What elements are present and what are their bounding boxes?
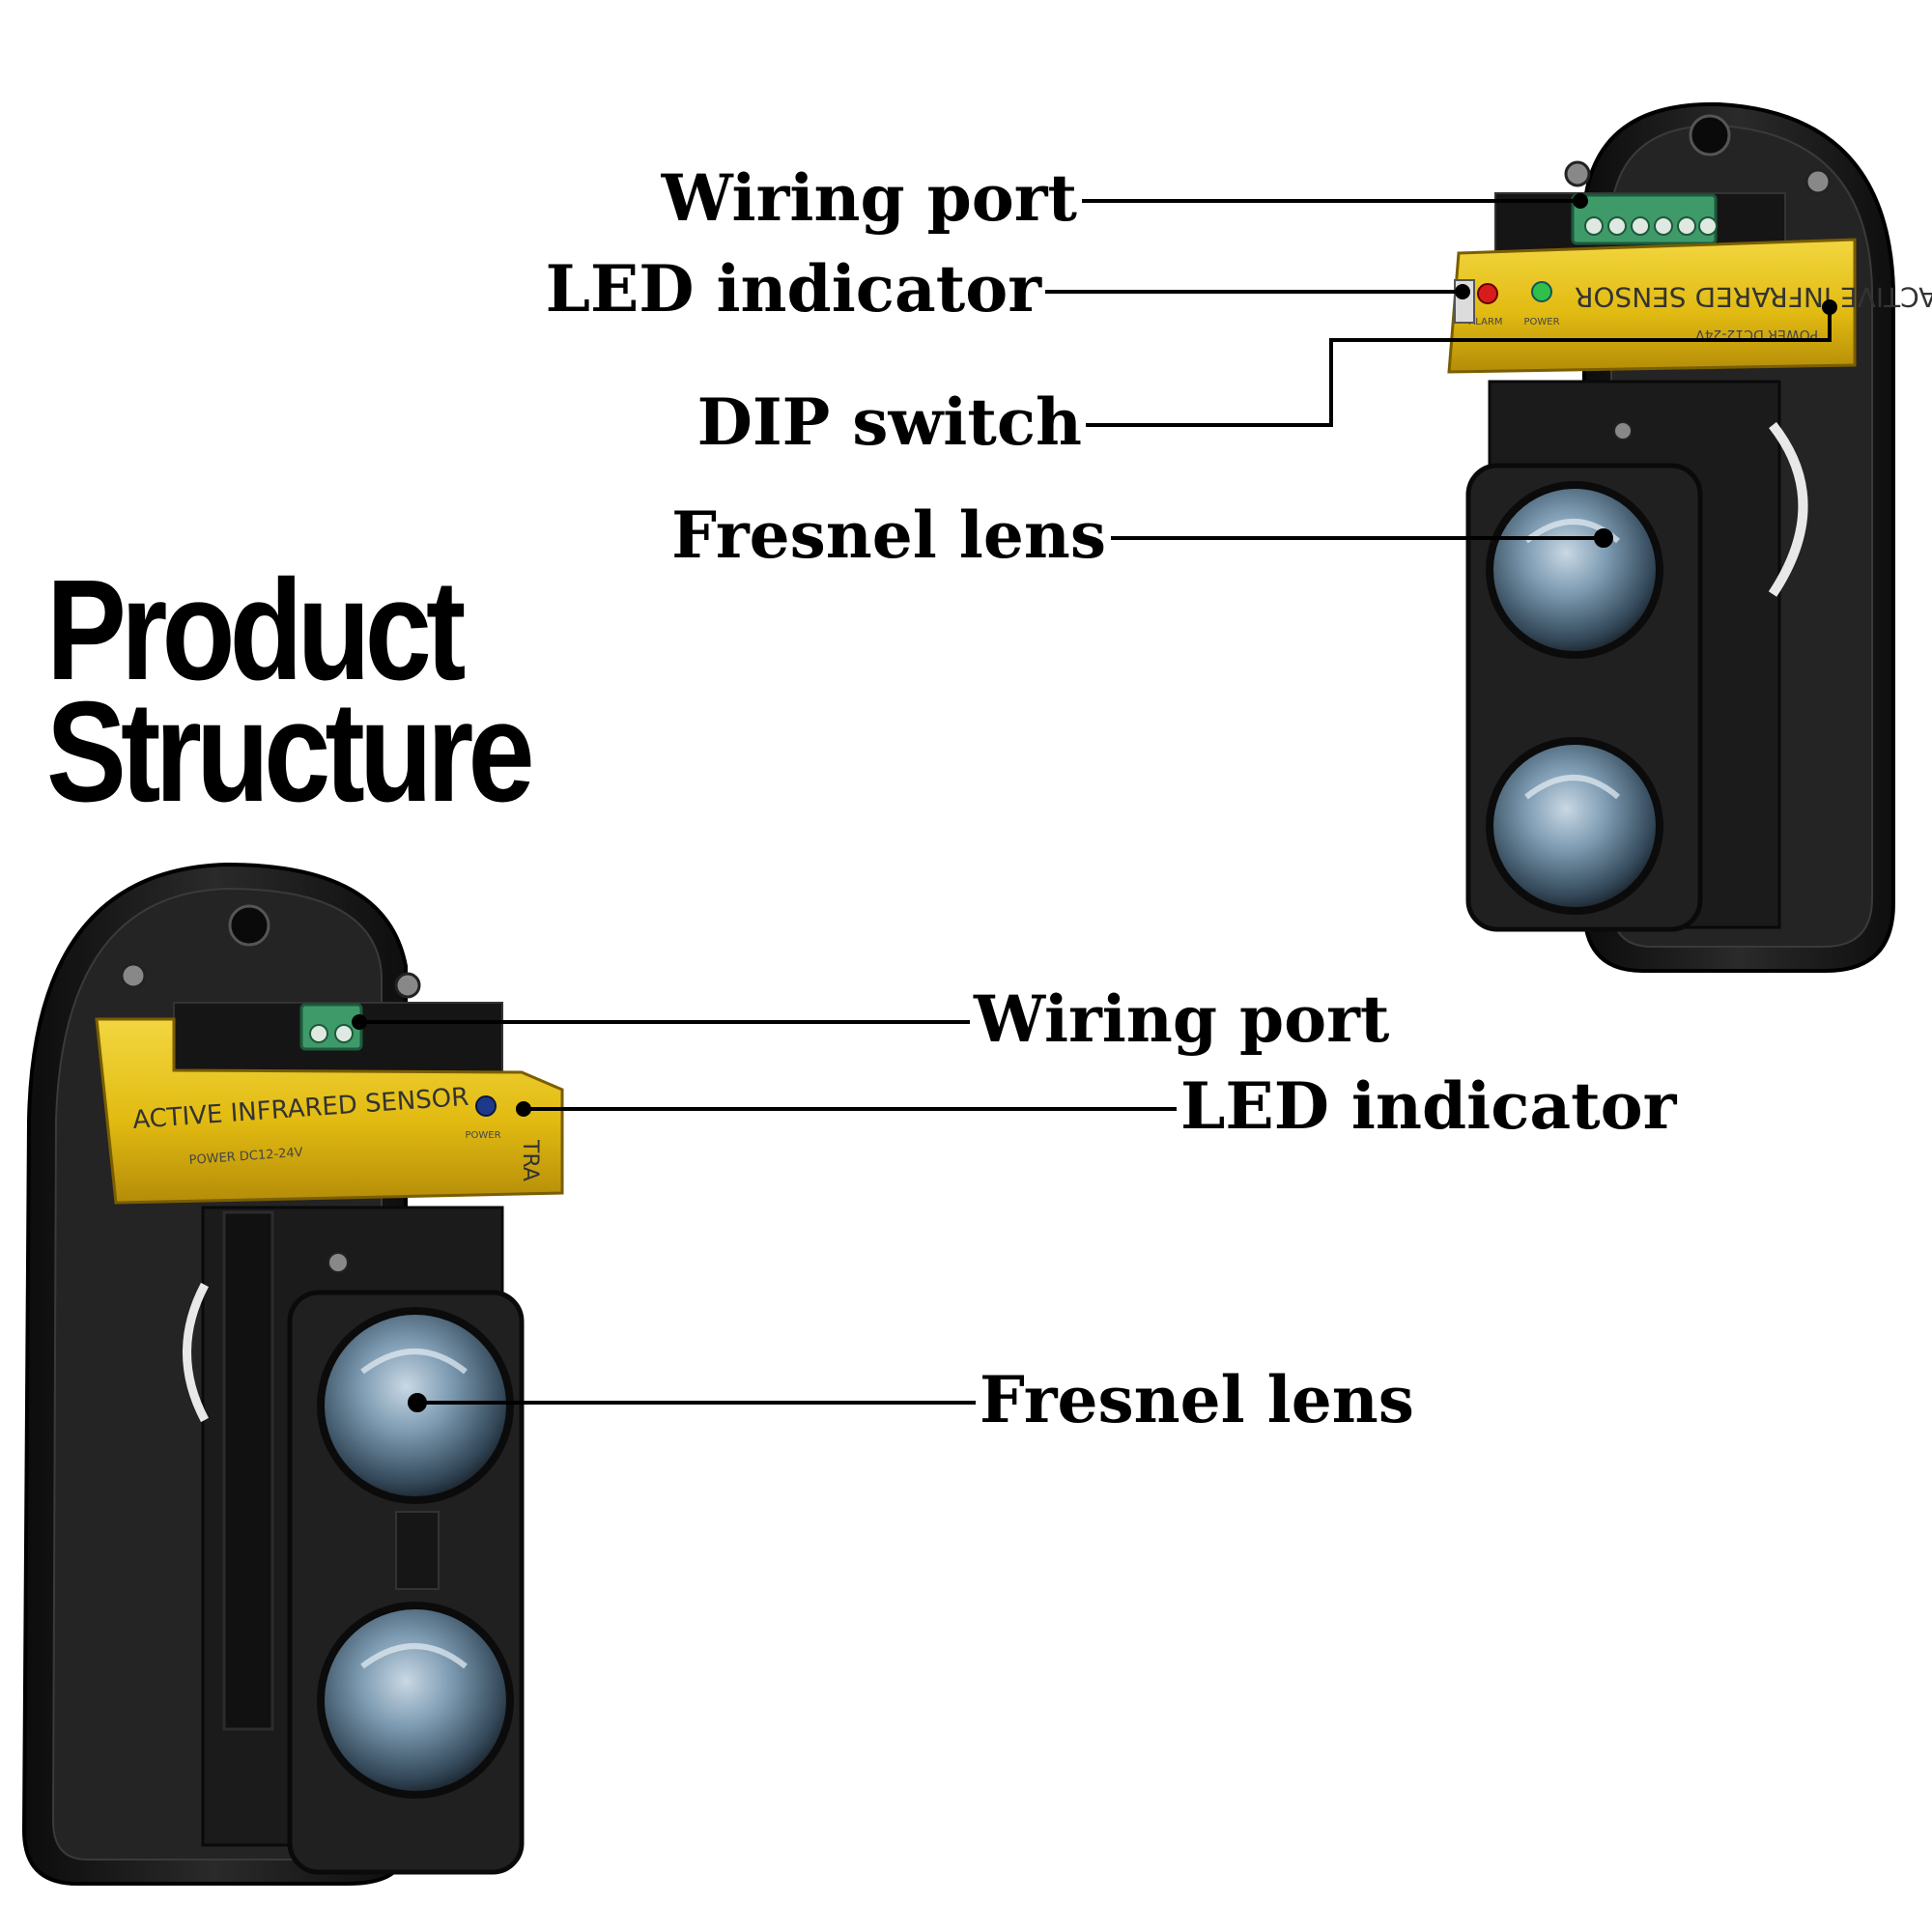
transmitter-terminal-screw <box>334 1024 354 1043</box>
leader-line-receiver-dip-switch <box>1086 307 1832 427</box>
leader-dot-receiver-dip-switch <box>1822 299 1837 315</box>
transmitter-lens-glare <box>360 1643 468 1669</box>
transmitter-label-wiring-port: Wiring port <box>974 981 1390 1057</box>
transmitter-terminal-screw <box>309 1024 328 1043</box>
leader-dot-transmitter-wiring-port <box>352 1014 367 1030</box>
receiver-led-label-alarm: ALARM <box>1468 317 1502 327</box>
leader-dot-receiver-led <box>1455 284 1470 299</box>
receiver-label-wiring-port: Wiring port <box>661 160 1077 236</box>
transmitter-terminal-block <box>299 1003 363 1051</box>
page-title: Product Structure <box>46 551 535 832</box>
receiver-label-dip-switch: DIP switch <box>696 384 1082 460</box>
transmitter-label-led-indicator: LED indicator <box>1180 1068 1677 1144</box>
leader-dot-receiver-fresnel <box>1594 528 1613 548</box>
page-title-line-2: Structure <box>46 672 535 832</box>
leader-dot-transmitter-fresnel <box>408 1393 427 1412</box>
transmitter-screw <box>394 972 421 999</box>
transmitter-led <box>475 1095 497 1117</box>
transmitter-lens-glare <box>360 1349 468 1375</box>
transmitter-mount-hole <box>228 904 270 947</box>
transmitter-side-text: TRA <box>518 1139 542 1181</box>
page-title-line-1: Product <box>46 551 466 710</box>
receiver-label-fresnel-lens: Fresnel lens <box>671 497 1106 573</box>
transmitter-yellow-panel <box>95 1017 564 1205</box>
leader-lines <box>352 193 1837 1412</box>
receiver-lens-lower <box>1486 737 1663 915</box>
receiver-led-label-power: POWER <box>1523 317 1559 327</box>
receiver-screw <box>1804 168 1832 195</box>
transmitter-screw <box>120 962 147 989</box>
transmitter-lens-lower <box>317 1602 514 1799</box>
leader-dot-receiver-wiring-port <box>1573 193 1588 209</box>
receiver-terminal-screws <box>1584 216 1718 236</box>
transmitter-led-label: POWER <box>465 1130 500 1141</box>
transmitter-cable <box>183 1282 209 1423</box>
receiver-lens-center-screw <box>1613 421 1633 440</box>
receiver-screw <box>1564 160 1591 187</box>
transmitter-lens-divider <box>395 1511 440 1590</box>
receiver-mount-hole <box>1689 114 1731 156</box>
receiver-lens-upper <box>1486 481 1663 659</box>
transmitter-unit: ACTIVE INFRARED SENSOR POWER DC12-24V PO… <box>21 862 564 1886</box>
receiver-label-led-indicator: LED indicator <box>545 251 1041 327</box>
receiver-panel-text: ACTIVE INFRARED SENSOR <box>1575 281 1932 313</box>
transmitter-lens-center-screw <box>327 1252 349 1273</box>
leader-dot-transmitter-led <box>516 1101 531 1117</box>
receiver-lens-glare <box>1524 775 1620 800</box>
transmitter-strap <box>222 1210 274 1731</box>
transmitter-label-fresnel-lens: Fresnel lens <box>980 1362 1414 1437</box>
receiver-led-green <box>1531 281 1552 302</box>
receiver-cable <box>1768 421 1808 597</box>
receiver-led-red <box>1477 283 1498 304</box>
